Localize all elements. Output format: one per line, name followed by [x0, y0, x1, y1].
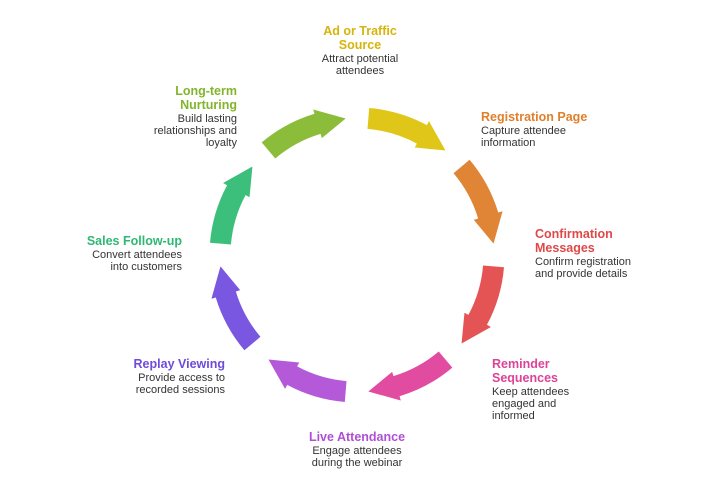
cycle-arrow-4: [368, 351, 453, 401]
cycle-arrow-2: [453, 159, 503, 244]
stage-title: Live Attendance: [308, 430, 406, 444]
cycle-arrow-1: [367, 108, 446, 151]
cycle-arrow-5: [268, 359, 347, 402]
stage-title: Sales Follow-up: [86, 234, 182, 248]
cycle-arrow-7: [210, 166, 253, 245]
cycle-arrow-3: [461, 265, 504, 344]
stage-title: Replay Viewing: [133, 357, 225, 371]
cycle-arrow-8: [261, 109, 346, 159]
stage-title: Registration Page: [481, 110, 588, 124]
cycle-arrow-6: [211, 266, 261, 351]
